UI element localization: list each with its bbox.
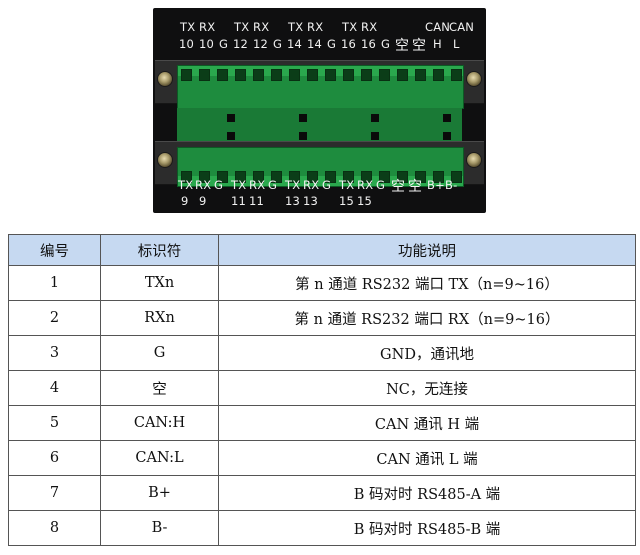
pin-definition-table: 编号 标识符 功能说明 1 TXn 第 n 通道 RS232 端口 TX（n=9…: [8, 234, 636, 546]
cell-number: 1: [8, 265, 101, 301]
pin-label: 14: [287, 37, 303, 51]
pin-label: H: [433, 37, 442, 51]
cell-number: 6: [8, 440, 101, 476]
cell-description: NC，无连接: [218, 370, 636, 406]
terminal-body: [177, 108, 462, 146]
pin-label: 16: [341, 37, 357, 51]
pin-label: G: [381, 37, 391, 51]
cell-identifier: RXn: [100, 300, 219, 336]
table-row: 3 G GND，通讯地: [8, 335, 636, 371]
pin-label: CAN: [425, 20, 451, 34]
table-row: 4 空 NC，无连接: [8, 370, 636, 406]
pin-label: RX: [303, 178, 320, 192]
pin-label: 14: [307, 37, 323, 51]
pin-label: G: [219, 37, 229, 51]
table-row: 8 B- B 码对时 RS485-B 端: [8, 510, 636, 546]
header-number: 编号: [8, 234, 101, 266]
cell-identifier: 空: [100, 370, 219, 406]
cell-number: 3: [8, 335, 101, 371]
pin-label: 11: [231, 194, 247, 208]
pin-label: 空: [412, 38, 427, 54]
pin-label: TX: [285, 178, 301, 192]
pin-label: 12: [253, 37, 269, 51]
pin-label: TX: [339, 178, 355, 192]
pin-label: 10: [199, 37, 215, 51]
pin-label: RX: [357, 178, 374, 192]
table-header-row: 编号 标识符 功能说明: [8, 234, 636, 266]
pin-label: 空: [408, 179, 423, 195]
pin-label: RX: [249, 178, 266, 192]
table-row: 6 CAN:L CAN 通讯 L 端: [8, 440, 636, 476]
pin-label: 13: [303, 194, 319, 208]
pin-label: RX: [307, 20, 324, 34]
cell-identifier: CAN:L: [100, 440, 219, 476]
pin-label: RX: [361, 20, 378, 34]
pin-label: 15: [339, 194, 355, 208]
pin-label: CAN: [449, 20, 475, 34]
header-description: 功能说明: [218, 234, 636, 266]
pin-label: 16: [361, 37, 377, 51]
table-row: 1 TXn 第 n 通道 RS232 端口 TX（n=9~16）: [8, 265, 636, 301]
header-identifier: 标识符: [100, 234, 219, 266]
cell-number: 5: [8, 405, 101, 441]
terminal-block-photo: TX RX TX RX TX RX TX RX CAN CAN 10 10 G …: [153, 8, 486, 213]
pin-label: G: [327, 37, 337, 51]
cell-description: 第 n 通道 RS232 端口 RX（n=9~16）: [218, 300, 636, 336]
table-row: 5 CAN:H CAN 通讯 H 端: [8, 405, 636, 441]
bottom-terminal-block: [177, 147, 464, 187]
top-terminal-block: [177, 65, 464, 109]
cell-number: 7: [8, 475, 101, 511]
pin-label: TX: [342, 20, 358, 34]
cell-identifier: CAN:H: [100, 405, 219, 441]
mounting-screw: [157, 71, 173, 87]
cell-number: 2: [8, 300, 101, 336]
pin-label: B-: [445, 178, 458, 192]
pin-label: TX: [180, 20, 196, 34]
pin-label: G: [268, 178, 278, 192]
pin-label: 空: [391, 179, 406, 195]
pin-label: 12: [233, 37, 249, 51]
cell-description: B 码对时 RS485-A 端: [218, 475, 636, 511]
pin-label: G: [214, 178, 224, 192]
pin-label: 15: [357, 194, 373, 208]
cell-description: CAN 通讯 L 端: [218, 440, 636, 476]
pin-label: RX: [195, 178, 212, 192]
cell-identifier: TXn: [100, 265, 219, 301]
cell-description: 第 n 通道 RS232 端口 TX（n=9~16）: [218, 265, 636, 301]
pin-label: TX: [178, 178, 194, 192]
cell-number: 4: [8, 370, 101, 406]
pin-label: 空: [395, 38, 410, 54]
cell-description: B 码对时 RS485-B 端: [218, 510, 636, 546]
cell-identifier: G: [100, 335, 219, 371]
pin-label: RX: [253, 20, 270, 34]
pin-label: 9: [181, 194, 189, 208]
pin-label: B+: [427, 178, 445, 192]
pin-label: 11: [249, 194, 265, 208]
pin-label: TX: [231, 178, 247, 192]
pin-label: TX: [288, 20, 304, 34]
cell-number: 8: [8, 510, 101, 546]
cell-description: GND，通讯地: [218, 335, 636, 371]
cell-identifier: B+: [100, 475, 219, 511]
mounting-screw: [466, 71, 482, 87]
table-row: 7 B+ B 码对时 RS485-A 端: [8, 475, 636, 511]
pin-label: G: [376, 178, 386, 192]
pin-label: 13: [285, 194, 301, 208]
pin-label: L: [453, 37, 460, 51]
table-row: 2 RXn 第 n 通道 RS232 端口 RX（n=9~16）: [8, 300, 636, 336]
mounting-screw: [157, 152, 173, 168]
cell-identifier: B-: [100, 510, 219, 546]
mounting-screw: [466, 152, 482, 168]
cell-description: CAN 通讯 H 端: [218, 405, 636, 441]
pin-label: 9: [199, 194, 207, 208]
pin-label: 10: [179, 37, 195, 51]
pin-label: G: [273, 37, 283, 51]
pin-label: RX: [199, 20, 216, 34]
pin-label: TX: [234, 20, 250, 34]
pin-label: G: [322, 178, 332, 192]
